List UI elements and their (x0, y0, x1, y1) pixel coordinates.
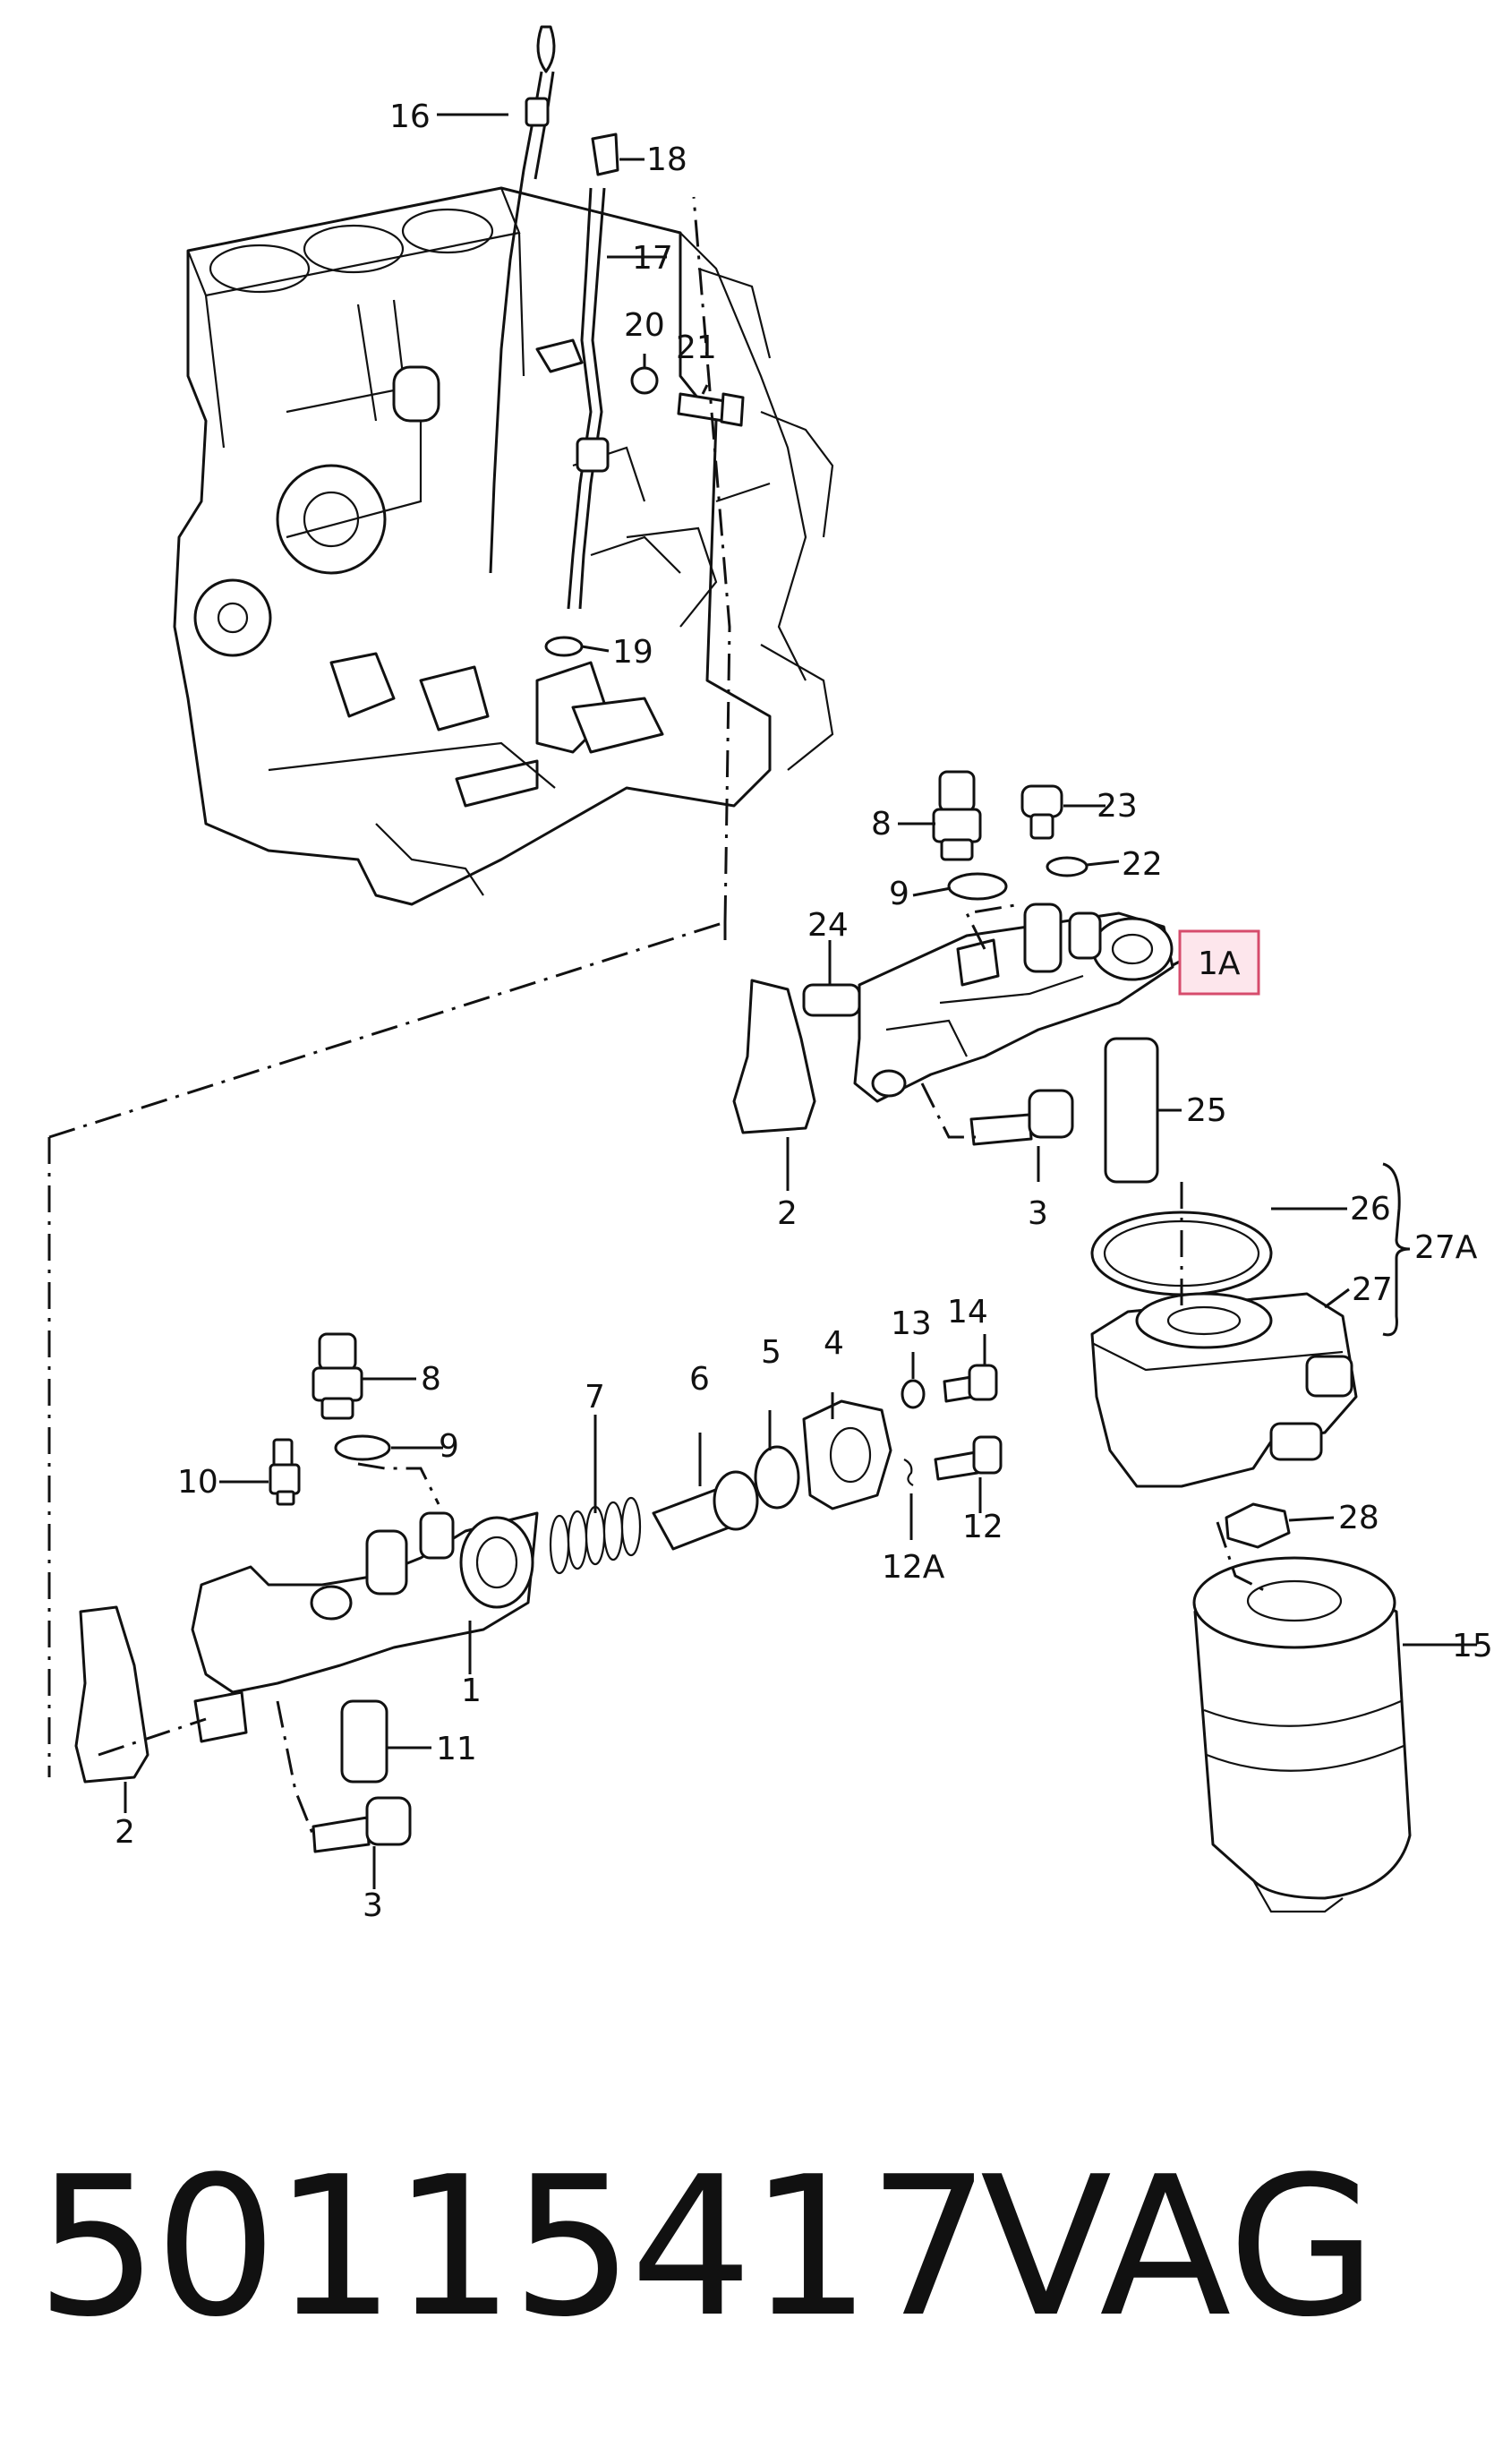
leader-lines (124, 113, 1477, 1889)
callout-19: 19 (612, 634, 653, 671)
callout-11: 11 (436, 1731, 477, 1767)
callout-9-lower: 9 (439, 1428, 459, 1465)
seal-ring-part (544, 636, 584, 657)
callout-20: 20 (624, 307, 665, 344)
screw-12 (934, 1435, 1003, 1481)
callout-3-upper: 3 (1028, 1195, 1048, 1232)
o-ring-5 (754, 1445, 800, 1510)
callout-12: 12 (962, 1509, 1003, 1545)
washer-9-lower (334, 1434, 391, 1461)
callout-27A: 27A (1414, 1229, 1478, 1266)
oil-filter-housing-upper (853, 903, 1174, 1103)
highlighted-callout-box (1178, 929, 1260, 996)
callout-16: 16 (389, 98, 431, 135)
sensor-10 (269, 1438, 301, 1506)
brand-text: VAG (980, 2135, 1378, 2359)
callout-7: 7 (585, 1379, 605, 1416)
plug-8-lower (312, 1332, 363, 1420)
callout-4: 4 (824, 1325, 844, 1362)
gasket-2-lower (74, 1605, 149, 1784)
stud-24 (802, 983, 861, 1017)
plug-8-upper (932, 770, 982, 861)
dipstick-tube-part (535, 187, 610, 610)
callout-12A: 12A (882, 1549, 945, 1586)
callout-15: 15 (1452, 1628, 1493, 1664)
callout-5: 5 (761, 1334, 781, 1371)
washer-13 (901, 1379, 926, 1409)
callout-27: 27 (1352, 1271, 1393, 1308)
bolt-3-lower (312, 1796, 412, 1853)
clip-12A (903, 1459, 914, 1486)
callout-1: 1 (461, 1673, 482, 1709)
callout-8-lower: 8 (421, 1361, 441, 1398)
callout-8-upper: 8 (871, 806, 892, 843)
callout-24: 24 (807, 907, 849, 944)
oil-filter-housing-lower (191, 1511, 539, 1743)
callout-13: 13 (891, 1305, 932, 1342)
gasket-2-upper (732, 979, 816, 1134)
callout-labels: 16 18 17 20 21 19 8 23 9 22 24 1A 25 2 3… (115, 98, 1493, 1924)
callout-21: 21 (676, 329, 717, 366)
callout-23: 23 (1097, 788, 1138, 825)
engine-block-illustration (173, 186, 834, 906)
dipstick-part (489, 25, 556, 574)
washer-9-upper (947, 872, 1008, 901)
callout-22: 22 (1122, 846, 1163, 883)
callout-3-lower: 3 (363, 1887, 383, 1924)
callout-25: 25 (1186, 1092, 1227, 1129)
screw-14 (943, 1364, 998, 1403)
callout-10: 10 (177, 1464, 218, 1501)
part-number-text: 50115417 (36, 2135, 990, 2359)
washer-22 (1046, 856, 1088, 877)
callout-28: 28 (1338, 1500, 1379, 1536)
callout-2-upper: 2 (777, 1195, 798, 1232)
piston-6 (652, 1470, 759, 1551)
spring-7 (549, 1496, 642, 1575)
plug-part (591, 133, 619, 176)
insert-11 (340, 1699, 388, 1784)
callout-2-lower: 2 (115, 1814, 135, 1851)
callout-26: 26 (1350, 1191, 1391, 1228)
washer-part (630, 366, 659, 395)
alignment-lines (47, 196, 1272, 1836)
nut-28 (1225, 1502, 1291, 1549)
callout-6: 6 (689, 1361, 710, 1398)
callout-14: 14 (947, 1294, 988, 1330)
pipe-25 (1104, 1037, 1159, 1184)
callout-17: 17 (632, 240, 673, 277)
bolt-part (677, 392, 745, 427)
callout-18: 18 (646, 141, 687, 178)
oil-filter-15 (1192, 1556, 1412, 1913)
bolt-23 (1020, 784, 1063, 840)
oil-cooler-27 (1090, 1292, 1358, 1488)
cover-4 (802, 1399, 892, 1510)
callout-9-upper: 9 (889, 876, 909, 912)
callout-1A: 1A (1198, 945, 1241, 982)
bolt-3-upper (969, 1089, 1074, 1146)
